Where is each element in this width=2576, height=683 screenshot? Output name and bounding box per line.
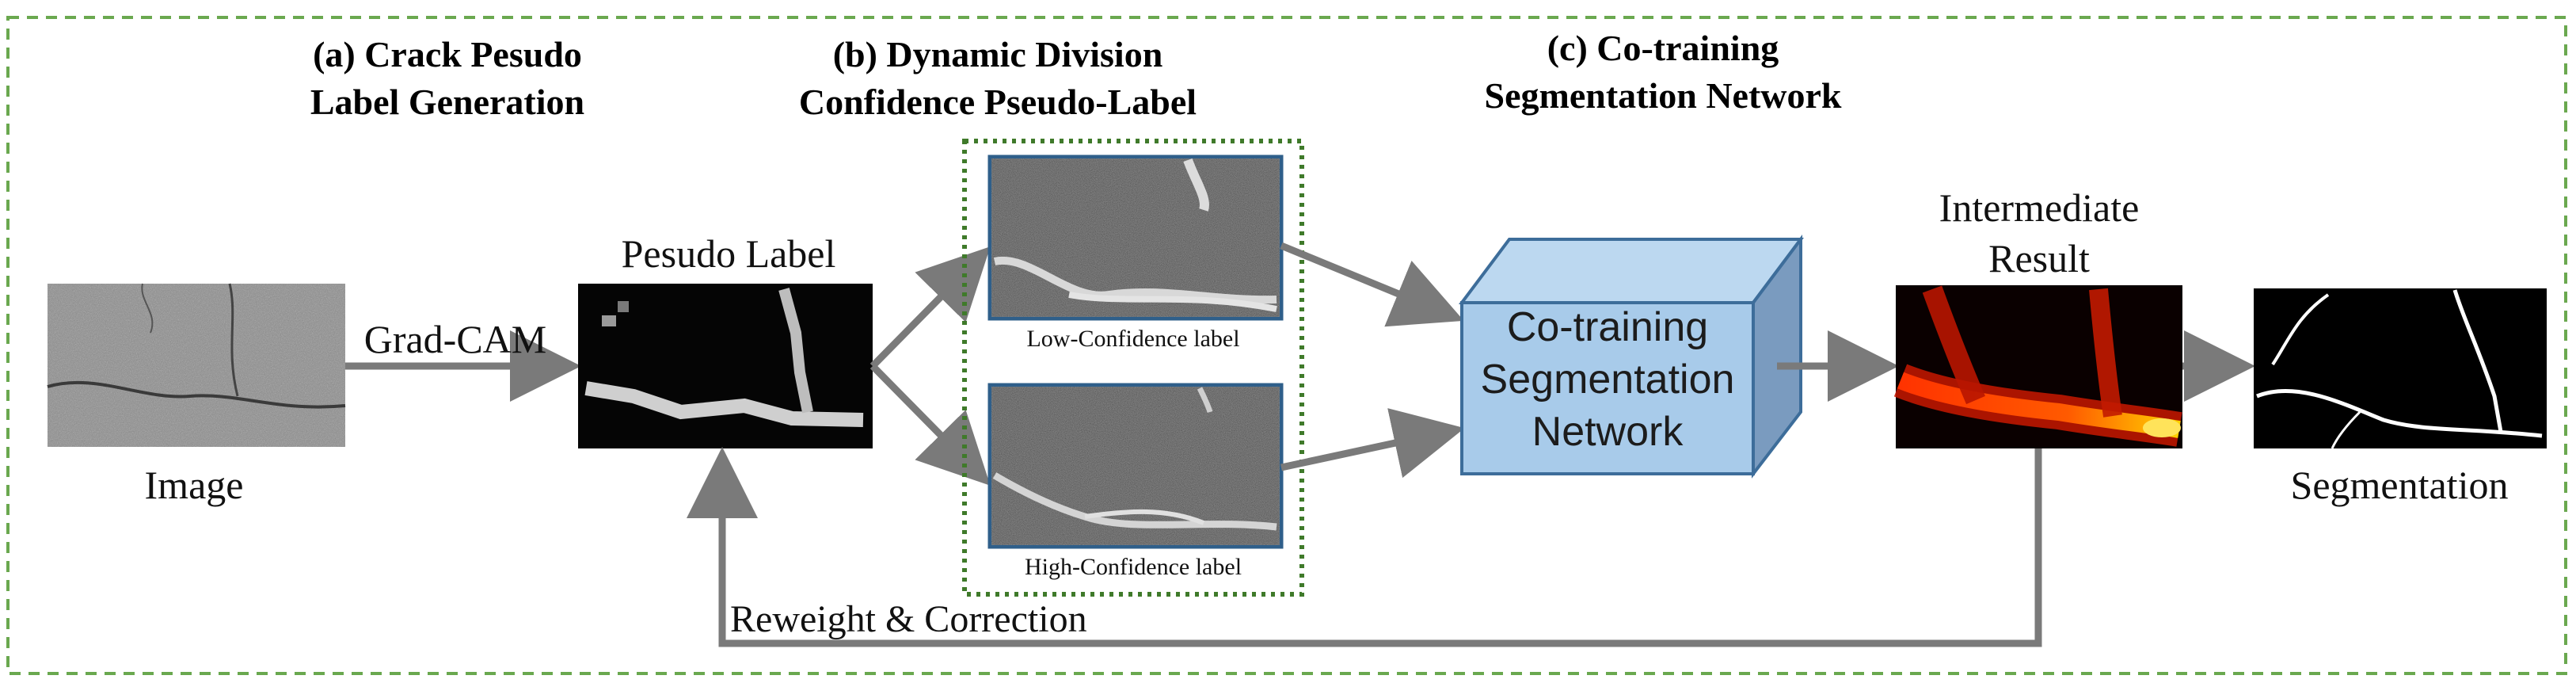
to-high-conf-arrow (869, 363, 991, 486)
reweight-feedback-arrow (687, 447, 2042, 647)
segmentation-thumbnail (2254, 288, 2547, 449)
high-confidence-thumbnail (987, 383, 1284, 549)
input-image-thumbnail (47, 283, 346, 447)
network-cube (1459, 235, 1804, 479)
low-conf-to-network-arrow (1280, 242, 1464, 327)
confidence-group-box (962, 139, 1304, 597)
high-conf-to-network-arrow (1280, 408, 1465, 479)
outer-frame (6, 16, 2567, 675)
low-confidence-thumbnail (987, 155, 1284, 321)
pseudo-label-thumbnail (578, 284, 873, 448)
cube-front-face (1460, 301, 1755, 475)
cube-top-face (1459, 238, 1804, 304)
intermediate-heatmap (1893, 285, 2182, 448)
